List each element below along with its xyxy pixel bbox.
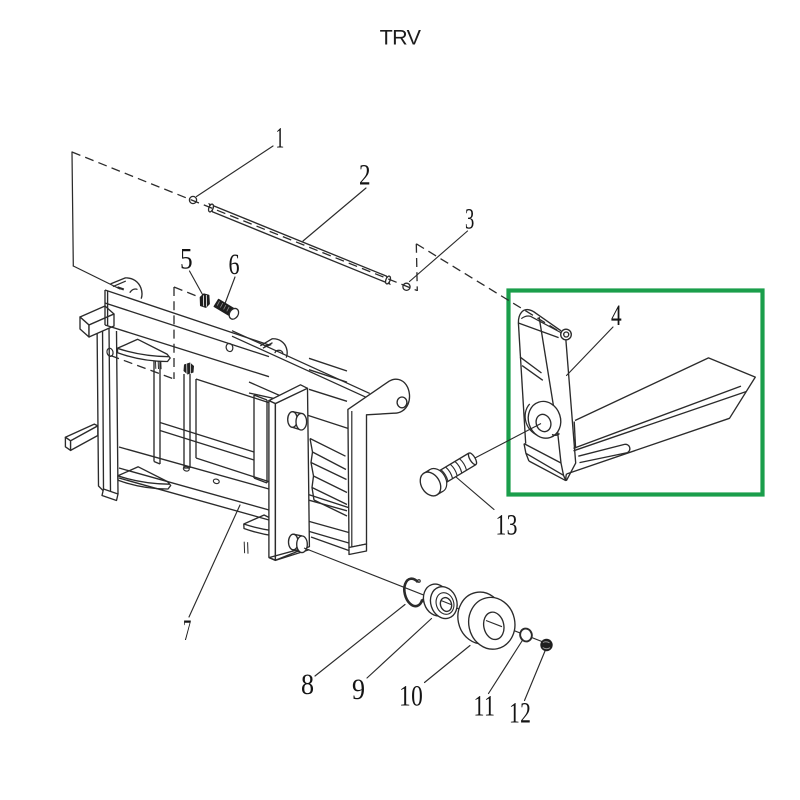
svg-text:5: 5 — [180, 241, 193, 275]
svg-text:4: 4 — [611, 298, 622, 331]
svg-text:9: 9 — [352, 673, 365, 706]
svg-text:12: 12 — [509, 696, 531, 729]
svg-text:3: 3 — [465, 203, 474, 235]
svg-text:6: 6 — [229, 247, 240, 281]
svg-text:8: 8 — [301, 668, 314, 701]
svg-text:13: 13 — [496, 508, 518, 541]
svg-text:11: 11 — [474, 689, 496, 722]
svg-text:TRV: TRV — [380, 26, 422, 50]
svg-text:7: 7 — [183, 614, 191, 647]
svg-text:10: 10 — [399, 679, 423, 712]
svg-text:2: 2 — [359, 158, 371, 192]
svg-text:1: 1 — [276, 122, 285, 155]
